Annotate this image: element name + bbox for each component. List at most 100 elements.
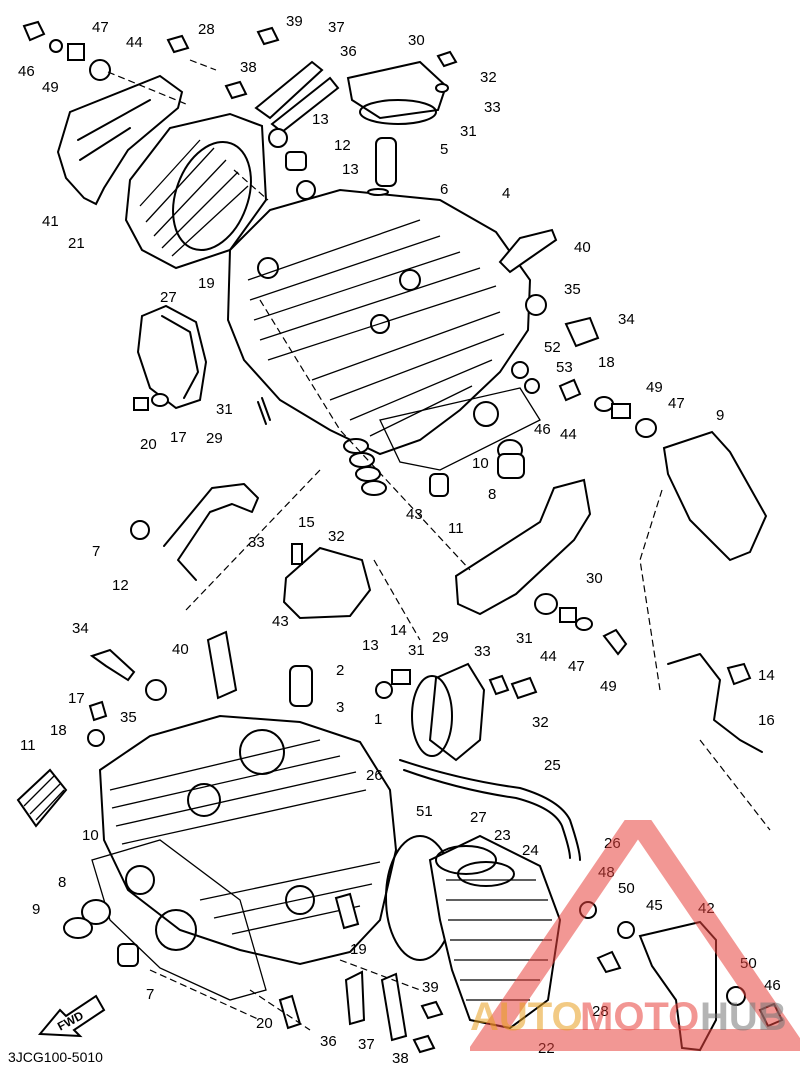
upper-callout-4: 4	[502, 185, 510, 202]
valve-spring-11[interactable]	[343, 438, 387, 496]
valve-guide-2[interactable]	[289, 665, 313, 707]
rocker-cover-30-lower[interactable]	[282, 546, 372, 620]
lower-callout-2: 2	[336, 662, 344, 679]
washer-33-lower[interactable]	[488, 674, 510, 696]
collar-47[interactable]	[611, 403, 631, 419]
lower-callout-16: 16	[758, 712, 775, 729]
upper-callout-17: 17	[170, 429, 187, 446]
bolt-52[interactable]	[133, 397, 149, 411]
bolt-46-mid[interactable]	[558, 378, 582, 402]
spark-plug-40-lower[interactable]	[206, 630, 238, 700]
lower-callout-26: 26	[366, 767, 383, 784]
rear-cylinder-head-group	[22, 20, 768, 691]
bolt-28-lower[interactable]	[596, 950, 622, 974]
side-cover-43[interactable]	[662, 430, 768, 562]
guide-7[interactable]	[429, 473, 449, 497]
stud-19-lower[interactable]	[334, 892, 360, 930]
bolt-14[interactable]	[726, 662, 752, 686]
upper-callout-39: 39	[286, 13, 303, 30]
seal-9[interactable]	[497, 453, 525, 479]
upper-callout-15: 15	[298, 514, 315, 531]
bolt-39[interactable]	[256, 26, 280, 46]
head-side-cover-41[interactable]	[56, 74, 184, 206]
o-ring-31-lower[interactable]	[411, 675, 453, 757]
stud-20[interactable]	[257, 397, 271, 425]
bolt-34[interactable]	[564, 316, 600, 348]
upper-callout-33: 33	[484, 99, 501, 116]
washer-35[interactable]	[525, 294, 547, 316]
bolt-28[interactable]	[166, 34, 190, 54]
bolt-38[interactable]	[224, 80, 248, 100]
valve-cover-29-lower[interactable]	[428, 662, 486, 762]
upper-callout-13: 13	[312, 111, 329, 128]
cylinder-head-front[interactable]	[98, 714, 398, 966]
gasket-10[interactable]	[379, 387, 541, 471]
bolt-46[interactable]	[22, 20, 46, 42]
washer-13-lower[interactable]	[375, 681, 393, 699]
damper-44b[interactable]	[534, 593, 558, 615]
washer-53[interactable]	[151, 393, 169, 407]
upper-callout-29: 29	[206, 430, 223, 447]
engine-bracket-43[interactable]	[454, 478, 592, 616]
upper-callout-40: 40	[574, 239, 591, 256]
nut-17[interactable]	[511, 361, 529, 379]
seal-14-lower[interactable]	[391, 669, 411, 685]
upper-callout-19: 19	[198, 275, 215, 292]
bolt-46b[interactable]	[602, 628, 628, 656]
upper-callout-18: 18	[598, 354, 615, 371]
bolt-38-lower[interactable]	[412, 1034, 436, 1054]
lower-callout-14: 14	[758, 667, 775, 684]
bracket-36[interactable]	[254, 60, 324, 120]
damper-44-top[interactable]	[89, 59, 111, 81]
nut-17-lower[interactable]	[88, 700, 108, 722]
collar-47-top[interactable]	[67, 43, 85, 61]
valve-spring-11-lower[interactable]	[16, 768, 68, 828]
cap-12-top[interactable]	[285, 151, 307, 171]
washer-49[interactable]	[594, 396, 614, 412]
seal-8-lower[interactable]	[81, 899, 111, 925]
lower-callout-11: 11	[20, 737, 36, 754]
spark-plug-40[interactable]	[498, 228, 558, 274]
washer-49b[interactable]	[575, 617, 593, 631]
washer-48[interactable]	[579, 901, 597, 919]
upper-callout-33: 33	[248, 534, 265, 551]
o-ring-6[interactable]	[367, 188, 389, 196]
washer-13b[interactable]	[296, 180, 316, 200]
washer-18-lower[interactable]	[87, 729, 105, 747]
lower-callout-20: 20	[256, 1015, 273, 1032]
guide-7-lower[interactable]	[117, 943, 139, 967]
washer-13[interactable]	[268, 128, 288, 148]
bracket-37-lower[interactable]	[380, 972, 408, 1042]
upper-callout-20: 20	[140, 436, 157, 453]
o-ring-31[interactable]	[359, 99, 437, 125]
washer-45[interactable]	[617, 921, 635, 939]
bracket-16[interactable]	[667, 653, 763, 753]
washer-35-lower[interactable]	[145, 679, 167, 701]
cylinder-block[interactable]	[226, 188, 532, 456]
bolt-32-top[interactable]	[436, 50, 458, 68]
bolt-32[interactable]	[291, 543, 303, 565]
washer-33[interactable]	[435, 83, 449, 93]
upper-callout-21: 21	[68, 235, 85, 252]
upper-callout-35: 35	[564, 281, 581, 298]
rocker-cover-30[interactable]	[346, 60, 448, 120]
tube-bracket-15[interactable]	[163, 483, 259, 581]
cap-12[interactable]	[130, 520, 150, 540]
bolt-32-lower[interactable]	[510, 676, 538, 700]
washer-49-top[interactable]	[49, 39, 63, 53]
bracket-36-lower[interactable]	[344, 970, 366, 1026]
collar-47b[interactable]	[559, 607, 577, 623]
washer-50[interactable]	[726, 986, 746, 1006]
washer-18[interactable]	[524, 378, 540, 394]
gasket-10-lower[interactable]	[91, 839, 267, 1001]
seal-9-lower[interactable]	[63, 917, 93, 939]
side-cover-42[interactable]	[638, 920, 717, 1052]
valve-guide-5[interactable]	[375, 137, 397, 187]
bolt-46-lower[interactable]	[758, 1002, 784, 1028]
lower-callout-19: 19	[350, 941, 367, 958]
damper-44[interactable]	[635, 418, 657, 438]
bolt-39-lower[interactable]	[420, 1000, 444, 1020]
bolt-34-lower[interactable]	[89, 648, 136, 682]
upper-callout-49: 49	[600, 678, 617, 695]
